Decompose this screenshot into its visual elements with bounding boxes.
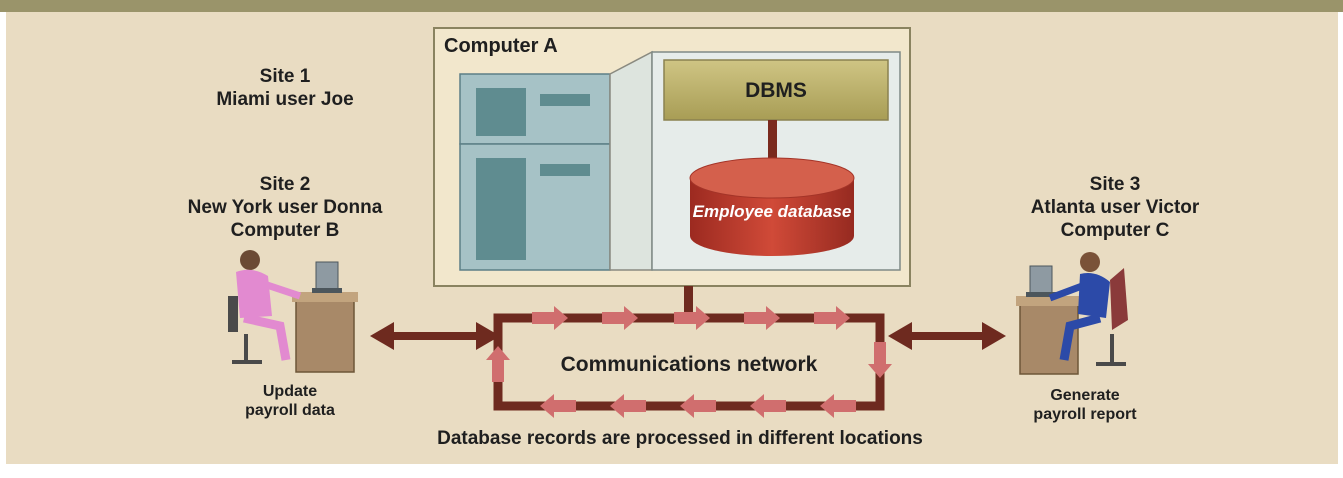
network-flow-arrow — [868, 342, 892, 378]
network-flow-arrow — [680, 394, 716, 418]
diagram-caption: Database records are processed in differ… — [437, 428, 923, 449]
network-flow-arrow — [744, 306, 780, 330]
network-arrows — [486, 306, 892, 418]
site1-line2: Miami user Joe — [216, 88, 354, 110]
employee-database-label: Employee database — [692, 202, 852, 221]
site3-line3: Computer C — [1060, 219, 1170, 241]
drawer-top-slot — [540, 94, 590, 106]
site2-label: Site 2 New York user Donna Computer B — [150, 174, 420, 242]
dbms-db-link — [768, 120, 777, 176]
network-flow-arrow — [602, 306, 638, 330]
network-label: Communications network — [560, 353, 818, 376]
drawer-top-panel — [476, 88, 526, 136]
site3-label: Site 3 Atlanta user Victor Computer C — [980, 174, 1250, 242]
site2-link-arrow — [370, 322, 500, 350]
database-cylinder-top — [689, 157, 855, 199]
site2-task-line1: Update — [262, 383, 318, 400]
site2-line2: New York user Donna — [187, 196, 383, 218]
site3-task-label: Generate payroll report — [1010, 386, 1160, 424]
computer-a — [433, 27, 911, 287]
site3-line2: Atlanta user Victor — [1030, 196, 1200, 218]
network-flow-arrow — [486, 346, 510, 382]
site3-task-line2: payroll report — [1033, 406, 1137, 424]
site2-user-icon — [228, 250, 358, 373]
site3-task-line1: Generate — [1050, 387, 1120, 404]
network-flow-arrow — [610, 394, 646, 418]
site2-line1: Site 2 — [259, 174, 311, 195]
network-flow-arrow — [750, 394, 786, 418]
site3-link-arrow — [888, 322, 1006, 350]
site1-label: Site 1 Miami user Joe — [180, 66, 390, 112]
site2-task-label: Update payroll data — [220, 382, 360, 420]
site2-task-line2: payroll data — [245, 402, 335, 420]
network-flow-arrow — [820, 394, 856, 418]
site1-line1: Site 1 — [259, 66, 311, 87]
site3-line1: Site 3 — [1089, 174, 1141, 195]
drawer-bottom-panel — [476, 158, 526, 260]
network-flow-arrow — [540, 394, 576, 418]
network-loop — [486, 306, 892, 418]
computer-a-title: Computer A — [444, 35, 558, 57]
network-flow-arrow — [814, 306, 850, 330]
dbms-box — [663, 59, 889, 121]
site2-line3: Computer B — [230, 219, 340, 241]
site3-user-icon — [1016, 252, 1128, 375]
computer-a-network-link — [684, 286, 693, 324]
network-flow-arrow — [674, 306, 710, 330]
zoom-connector — [609, 50, 653, 271]
network-flow-arrow — [532, 306, 568, 330]
dbms-label: DBMS — [745, 79, 807, 102]
top-bar — [0, 0, 1343, 12]
drawer-bottom-slot — [540, 164, 590, 176]
database-cylinder-body — [690, 178, 854, 256]
desk — [295, 299, 355, 373]
